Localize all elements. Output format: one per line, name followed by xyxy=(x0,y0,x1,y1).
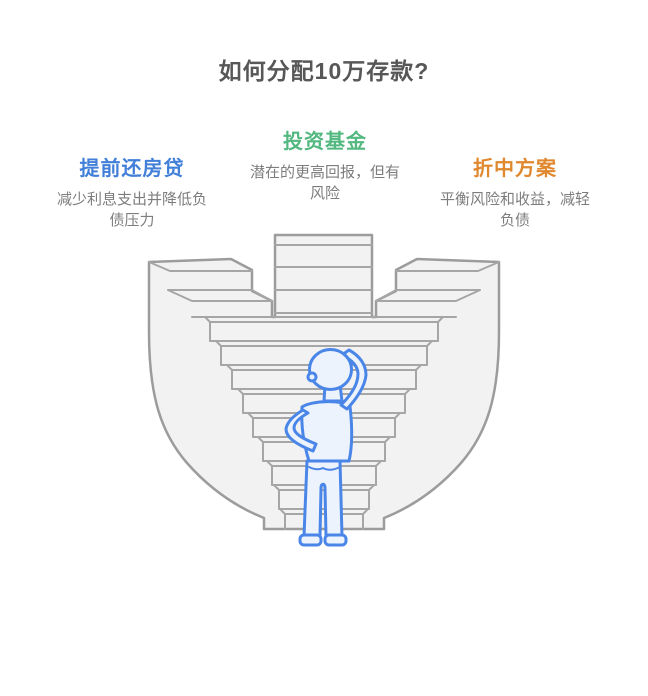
person-waistline xyxy=(308,466,341,471)
stair-step-lines xyxy=(148,244,500,530)
option-repay-mortgage-description: 减少利息支出并降低负债压力 xyxy=(56,191,207,229)
option-compromise-plan: 折中方案 平衡风险和收益，减轻负债 xyxy=(435,158,595,231)
option-invest-funds-description: 潜在的更高回报，但有风险 xyxy=(249,164,400,202)
person-arm-akimbo xyxy=(284,408,318,453)
option-invest-funds-label: 投资基金 xyxy=(283,131,367,153)
option-repay-mortgage-label: 提前还房贷 xyxy=(79,158,185,180)
person-foot-left xyxy=(298,533,323,547)
person-torso xyxy=(300,400,354,463)
option-compromise-plan-description: 平衡风险和收益，减轻负债 xyxy=(439,191,590,229)
option-repay-mortgage: 提前还房贷 减少利息支出并降低负债压力 xyxy=(52,158,212,231)
option-invest-funds: 投资基金 潜在的更高回报，但有风险 xyxy=(245,131,405,204)
person-head xyxy=(308,348,353,391)
person-foot-right xyxy=(323,533,348,547)
person-ear xyxy=(306,371,318,383)
option-compromise-plan-label: 折中方案 xyxy=(473,158,557,180)
thinking-person xyxy=(284,348,368,547)
page-title: 如何分配10万存款? xyxy=(218,58,430,84)
